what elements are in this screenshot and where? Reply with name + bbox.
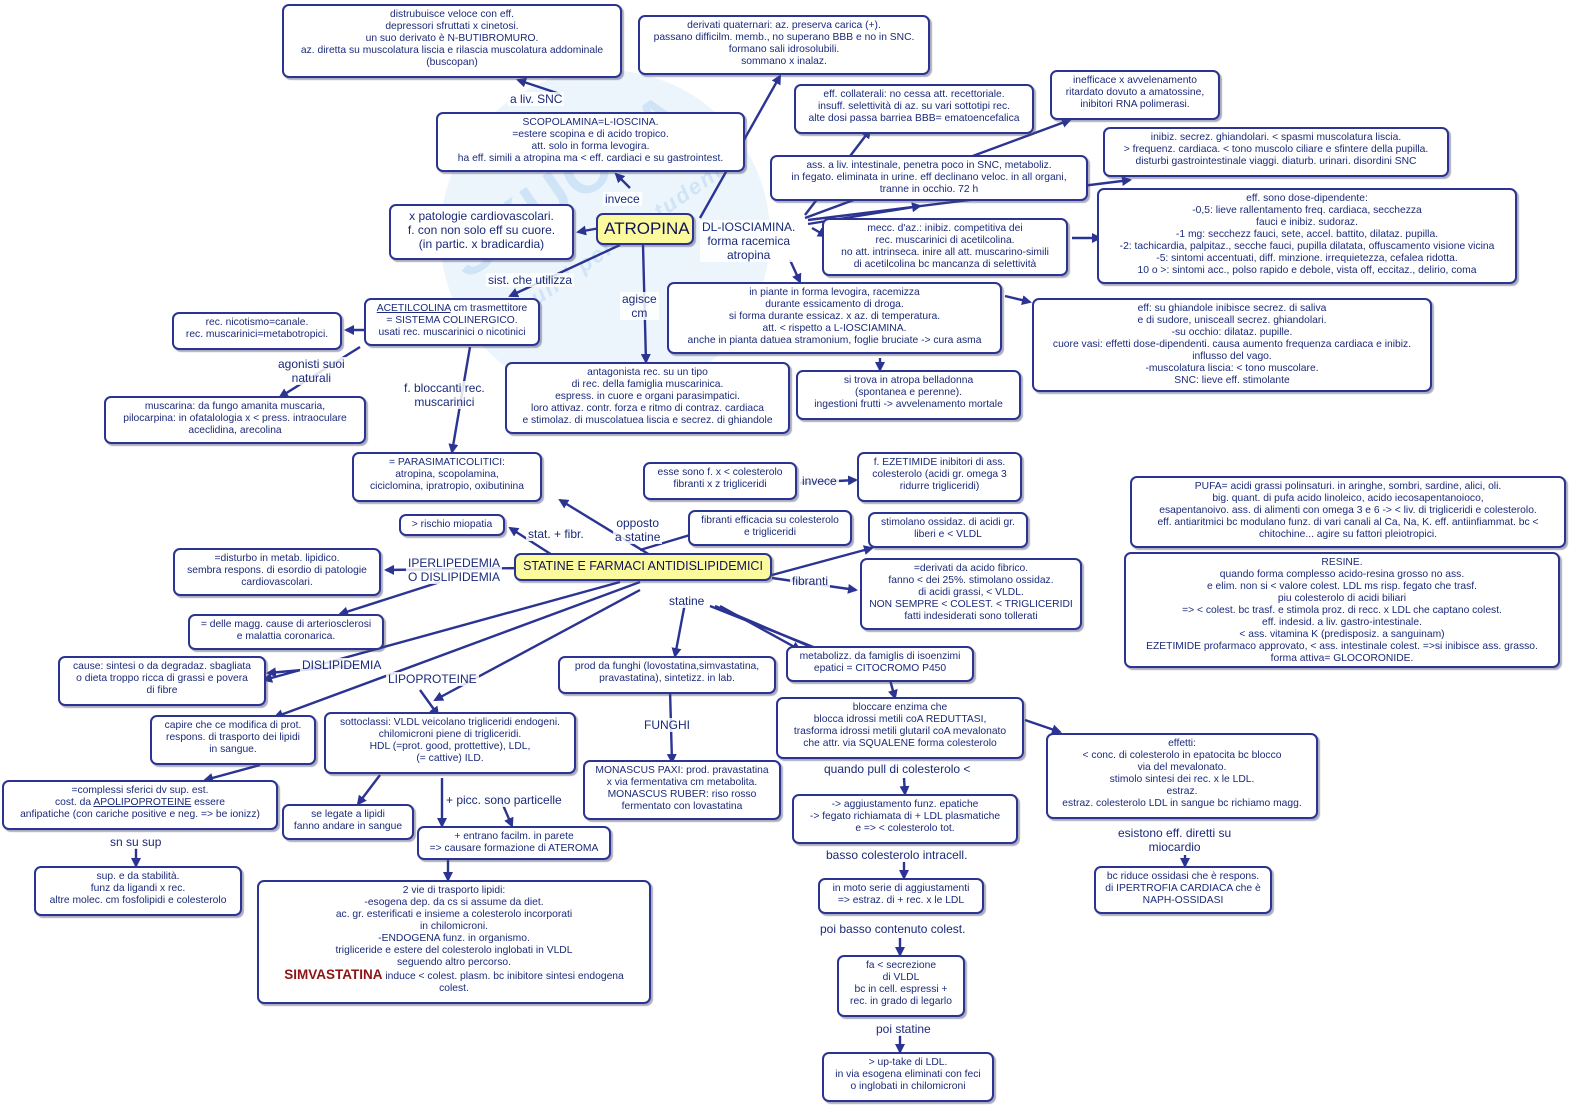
- node-ipertrofia: bc riduce ossidasi che è respons. di IPE…: [1094, 866, 1272, 914]
- node-vie-trasporto: 2 vie di trasporto lipidi: -esogena dep.…: [257, 880, 651, 1004]
- node-resine: RESINE. quando forma complesso acido-res…: [1124, 552, 1560, 668]
- label-quando-pull: quando pull di colesterolo <: [822, 762, 973, 776]
- label-sn-su-sup: sn su sup: [108, 835, 164, 849]
- node-ezetimide: f. EZETIMIDE inibitori di ass. colestero…: [857, 452, 1022, 502]
- node-capire-modifica: capire che ce modifica di prot. respons.…: [150, 715, 316, 765]
- node-legate-lipidi: se legate a lipidi fanno andare in sangu…: [282, 804, 414, 840]
- simvastatina-title: SIMVASTATINA: [284, 967, 383, 982]
- label-dislipidemia: DISLIPIDEMIA: [300, 658, 384, 672]
- label-basso-colesterolo: basso colesterolo intracell.: [824, 848, 970, 862]
- node-effetti-ghiandole: eff: su ghiandole inibisce secrez. di sa…: [1032, 298, 1432, 392]
- node-colesterolo-fibranti: esse sono f. x < colesterolo fibranti x …: [643, 462, 797, 500]
- node-uptake-ldl: > up-take di LDL. in via esogena elimina…: [822, 1052, 994, 1102]
- label-statine: statine: [667, 594, 707, 608]
- label-dl-iosciamina: DL-IOSCIAMINA. forma racemica atropina: [700, 220, 798, 262]
- node-derivati-acido-fibrico: =derivati da acido fibrico. fanno < dei …: [860, 558, 1082, 630]
- node-effetti-collaterali: eff. collaterali: no cessa att. recettor…: [794, 84, 1034, 134]
- label-iperlipidemia: IPERLIPEDEMIA O DISLIPIDEMIA: [406, 556, 503, 584]
- simvastatina-desc: induce < colest. plasm. bc inibitore sin…: [385, 971, 624, 994]
- node-secrezione-vldl: fa < secrezione di VLDL bc in cell. espr…: [837, 955, 965, 1017]
- label-invece-2: invece: [800, 474, 839, 488]
- node-muscarina: muscarina: da fungo amanita muscaria, pi…: [104, 396, 366, 444]
- node-belladonna: si trova in atropa belladonna (spontanea…: [796, 370, 1021, 420]
- node-monascus: MONASCUS PAXI: prod. pravastatina x via …: [583, 760, 781, 820]
- node-effetti-statine: effetti: < conc. di colesterolo in epato…: [1046, 733, 1318, 819]
- node-bloccare-enzima: bloccare enzima che blocca idrossi metil…: [776, 697, 1024, 759]
- node-fibranti-efficacia: fibranti efficacia su colesterolo e trig…: [688, 510, 852, 546]
- node-parasimpaticolitici: = PARASIMATICOLITICI: atropina, scopolam…: [352, 452, 542, 502]
- acetilcolina-term: ACETILCOLINA: [376, 303, 451, 314]
- node-stabilita: sup. e da stabilità. funz da ligandi x r…: [34, 866, 242, 916]
- node-disturbo-metabolico: =disturbo in metab. lipidico. sembra res…: [173, 548, 381, 596]
- node-complessi-sferici: =complessi sferici dv sup. est. cost. da…: [2, 780, 278, 830]
- node-aggiustamento: -> aggiustamento funz. epatiche -> fegat…: [792, 794, 1018, 844]
- node-arteriosclerosi: = delle magg. cause di arteriosclerosi e…: [188, 614, 384, 650]
- node-cause: cause: sintesi o da degradaz. sbagliata …: [58, 656, 266, 706]
- node-sottoclassi: sottoclassi: VLDL veicolano trigliceridi…: [324, 712, 576, 774]
- node-patologie-cardiovascolari: x patologie cardiovascolari. f. con non …: [389, 204, 574, 260]
- label-lipoproteine: LIPOPROTEINE: [386, 672, 479, 686]
- node-dose-dipendente: eff. sono dose-dipendente: -0,5: lieve r…: [1097, 188, 1517, 284]
- apolipoproteine-term: APOLIPOPROTEINE: [93, 797, 192, 808]
- label-poi-basso: poi basso contenuto colest.: [818, 922, 968, 936]
- label-stat-fibr: stat. + fibr.: [526, 527, 586, 541]
- label-invece-1: invece: [603, 192, 642, 206]
- label-bloccanti: f. bloccanti rec. muscarinici: [402, 381, 487, 409]
- label-sist-che-utilizza: sist. che utilizza: [486, 273, 575, 287]
- node-meccanismo-azione: mecc. d'az.: inibiz. competitiva dei rec…: [822, 218, 1068, 276]
- node-prodotti-funghi: prod da funghi (lovostatina,simvastatina…: [558, 656, 776, 694]
- label-fibranti: fibranti: [790, 574, 831, 588]
- node-derivati-quaternari: derivati quaternari: az. preserva carica…: [638, 15, 930, 75]
- label-esistono: esistono eff. diretti su miocardio: [1116, 826, 1234, 854]
- label-a-liv-snc: a liv. SNC: [508, 92, 565, 106]
- complessi-desc-2: essere anfipatiche (con cariche positive…: [20, 797, 260, 820]
- node-stimolano-ossidaz: stimolano ossidaz. di acidi gr. liberi e…: [868, 512, 1028, 548]
- label-agonisti: agonisti suoi naturali: [276, 357, 347, 385]
- node-rischio-miopatia: > rischio miopatia: [399, 514, 505, 536]
- label-agisce-cm: agisce cm: [620, 292, 659, 320]
- label-poi-statine: poi statine: [874, 1022, 933, 1036]
- vie-trasporto-desc: 2 vie di trasporto lipidi: -esogena dep.…: [335, 885, 573, 968]
- label-opposto: opposto a statine: [613, 516, 663, 544]
- node-pufa: PUFA= acidi grassi polinsaturi. in aring…: [1130, 476, 1566, 548]
- node-citocromo: metabolizz. da famiglis di isoenzimi epa…: [786, 646, 974, 682]
- node-inibiz-secrezioni: inibiz. secrez. ghiandolari. < spasmi mu…: [1103, 127, 1449, 177]
- node-statine: STATINE E FARMACI ANTIDISLIPIDEMICI: [514, 553, 772, 581]
- node-inefficace: inefficace x avvelenamento ritardato dov…: [1050, 70, 1220, 120]
- label-picc-particelle: + picc. sono particelle: [444, 793, 564, 807]
- node-atropina: ATROPINA: [596, 213, 694, 245]
- node-antagonista: antagonista rec. su un tipo di rec. dell…: [505, 362, 790, 434]
- node-scopolamina: SCOPOLAMINA=L-IOSCINA. =estere scopina e…: [436, 112, 745, 172]
- label-funghi: FUNGHI: [642, 718, 692, 732]
- node-in-moto: in moto serie di aggiustamenti => estraz…: [818, 878, 984, 914]
- node-acetilcolina: ACETILCOLINA cm trasmettitore = SISTEMA …: [364, 298, 540, 346]
- node-buscopan: distrubuisce veloce con eff. depressori …: [282, 4, 622, 78]
- node-ateroma: + entrano facilm. in parete => causare f…: [417, 826, 611, 860]
- node-assorbimento-intestinale: ass. a liv. intestinale, penetra poco in…: [770, 155, 1088, 201]
- complessi-desc-1: =complessi sferici dv sup. est. cost. da: [55, 785, 209, 808]
- node-recettori-nicotinici: rec. nicotismo=canale. rec. muscarinici=…: [172, 312, 342, 350]
- acetilcolina-desc: cm trasmettitore = SISTEMA COLINERGICO. …: [378, 303, 528, 338]
- node-piante: in piante in forma levogira, racemizza d…: [667, 282, 1002, 354]
